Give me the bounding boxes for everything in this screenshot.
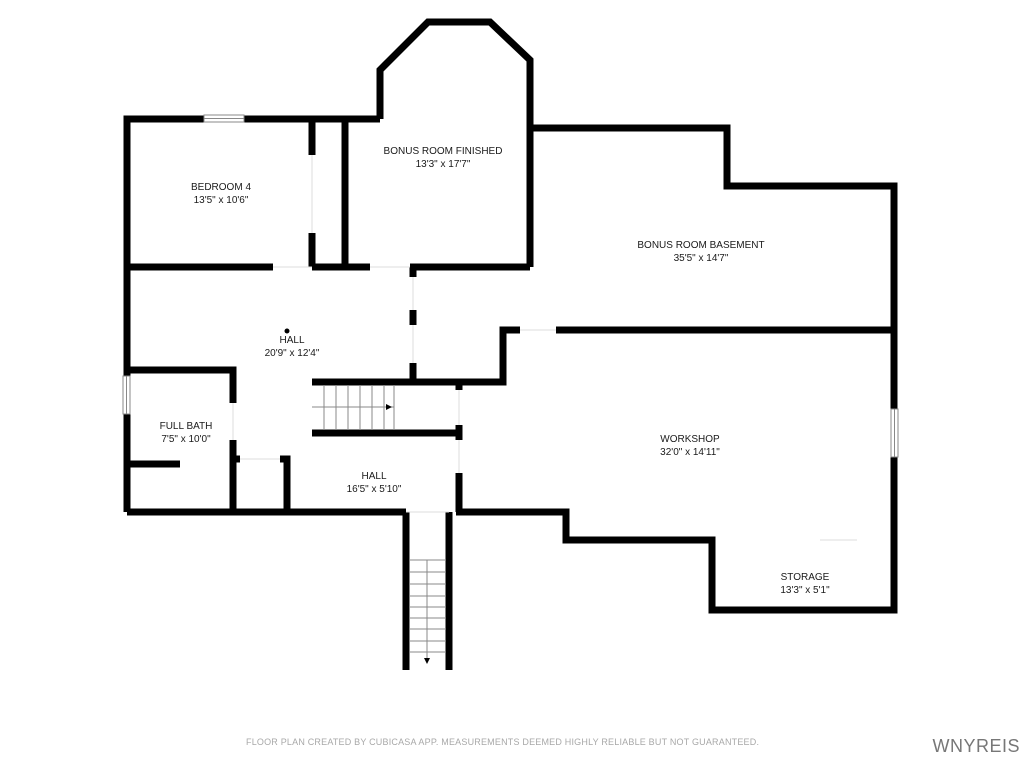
room-dims: 13'3" x 5'1" [780, 585, 830, 596]
stair-down-arrow-icon [424, 658, 430, 664]
room-dims: 35'5" x 14'7" [673, 253, 729, 264]
door-openings [232, 155, 857, 541]
room-name: STORAGE [780, 572, 830, 583]
windows [122, 114, 899, 458]
brand-logo: WNYREIS [932, 736, 1020, 756]
room-dims: 20'9" x 12'4" [264, 348, 320, 359]
room-name: BONUS ROOM FINISHED [383, 146, 503, 157]
room-label-hall-main: HALL 20'9" x 12'4" [265, 334, 320, 360]
room-name: BEDROOM 4 [190, 182, 252, 193]
room-label-bonus-room-basement: BONUS ROOM BASEMENT 35'5" x 14'7" [637, 239, 764, 265]
room-name: FULL BATH [159, 421, 213, 432]
room-label-full-bath: FULL BATH 7'5" x 10'0" [160, 420, 213, 446]
disclaimer-text: FLOOR PLAN CREATED BY CUBICASA APP. MEAS… [246, 737, 760, 747]
room-dims: 7'5" x 10'0" [161, 434, 211, 445]
room-name: BONUS ROOM BASEMENT [637, 240, 765, 251]
stairs-down [410, 559, 446, 660]
room-name: WORKSHOP [660, 434, 720, 445]
room-label-hall-lower: HALL 16'5" x 5'10" [347, 470, 402, 496]
location-dot-icon [284, 328, 290, 334]
room-label-workshop: WORKSHOP 32'0" x 14'11" [660, 433, 720, 459]
room-name: HALL [361, 471, 387, 482]
walls [123, 18, 898, 670]
room-dims: 13'3" x 17'7" [415, 159, 471, 170]
room-dims: 32'0" x 14'11" [660, 447, 720, 458]
stair-arrow-icon [386, 404, 392, 410]
room-label-bedroom-4: BEDROOM 4 13'5" x 10'6" [191, 181, 251, 207]
stairs-hall [312, 385, 395, 430]
room-label-bonus-room-finished: BONUS ROOM FINISHED 13'3" x 17'7" [384, 145, 503, 171]
room-label-storage: STORAGE 13'3" x 5'1" [780, 571, 829, 597]
room-name: HALL [279, 335, 305, 346]
room-dims: 16'5" x 5'10" [346, 484, 402, 495]
room-dims: 13'5" x 10'6" [193, 195, 249, 206]
